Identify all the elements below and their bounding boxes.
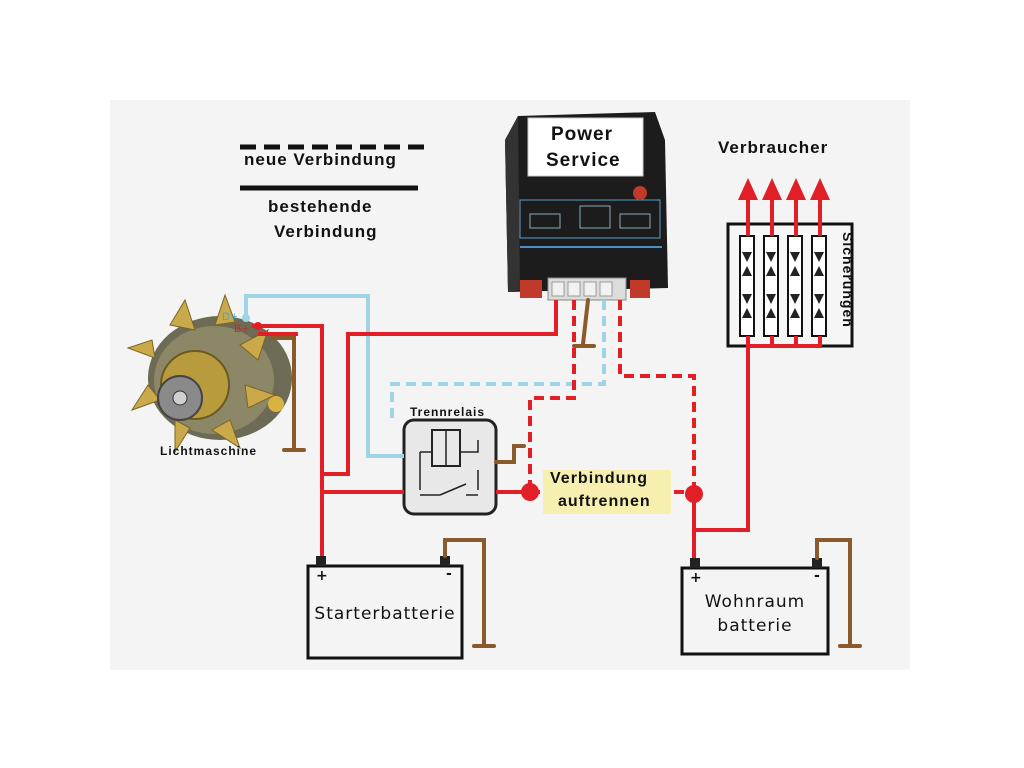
alternator-terminal-d: D+: [222, 311, 239, 323]
alternator-label: Lichtmaschine: [160, 444, 258, 458]
device-title-line2: Service: [546, 150, 621, 171]
device-red-connector: [520, 280, 542, 298]
alternator-b-terminal: [254, 322, 262, 330]
starter-battery-icon: [306, 556, 464, 660]
disconnect-highlight: [543, 470, 671, 514]
living-battery-label-line1: Wohnraum: [704, 592, 806, 612]
disconnect-label-line2: auftrennen: [558, 493, 651, 510]
living-battery-minus: -: [814, 568, 821, 584]
relay-label: Trennrelais: [410, 405, 486, 419]
alternator-d-terminal: [242, 314, 250, 322]
device-label-panel: [527, 117, 644, 177]
starter-battery-plus: +: [316, 568, 329, 584]
living-battery-plus: +: [690, 570, 703, 586]
junction-dot-right: [685, 485, 703, 503]
positive-wires: [252, 300, 750, 558]
alternator-icon: [126, 293, 292, 454]
alternator-terminal-b: B+: [234, 323, 250, 335]
consumers-title: Verbraucher: [718, 138, 829, 157]
starter-battery-label: Starterbatterie: [314, 604, 456, 624]
ground-wires: [270, 298, 862, 648]
device-title-line1: Power: [551, 124, 614, 145]
living-battery-icon: [680, 558, 830, 656]
consumer-arrows: [738, 178, 830, 236]
legend-existing-connection-line2: Verbindung: [274, 222, 378, 241]
isolation-relay-icon: [402, 418, 498, 516]
disconnect-label-line1: Verbindung: [550, 470, 648, 487]
legend-new-connection-label: neue Verbindung: [244, 150, 397, 169]
power-service-device: [505, 112, 668, 301]
starter-battery-minus: -: [446, 566, 453, 582]
d-plus-wires: [244, 294, 606, 458]
fuse-box: [726, 222, 854, 348]
fuses-label: Sicherungen: [840, 232, 856, 328]
device-logo-icon: [633, 186, 647, 200]
junction-dot-left: [521, 483, 539, 501]
living-battery-label-line2: batterie: [717, 616, 793, 636]
legend-existing-connection-line1: bestehende: [268, 197, 373, 216]
